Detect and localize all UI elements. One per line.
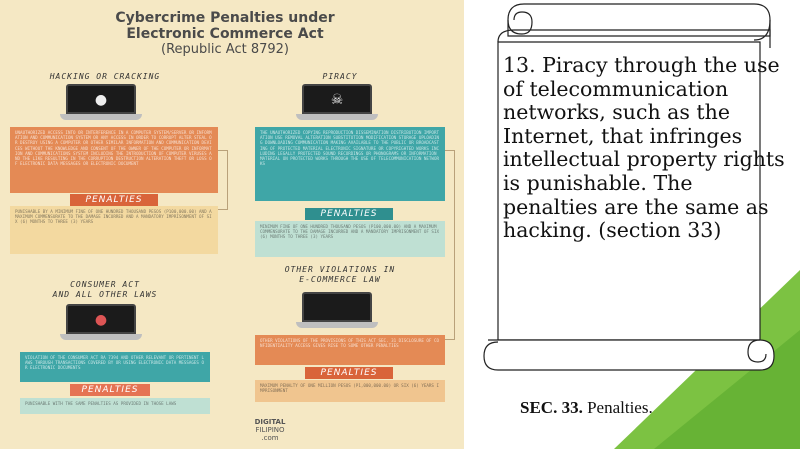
title-line-2: Electronic Commerce Act (126, 26, 324, 42)
logo-line-1: DIGITAL (254, 418, 286, 426)
consumer-heading: CONSUMER ACT AND ALL OTHER LAWS (30, 280, 180, 300)
infographic-subtitle: (Republic Act 8792) (161, 42, 289, 57)
infographic-image: Cybercrime Penalties under Electronic Co… (0, 0, 464, 449)
scroll-banner-icon (483, 3, 775, 371)
title-line-1: Cybercrime Penalties under (115, 10, 335, 26)
other-description: OTHER VIOLATIONS OF THE PROVISIONS OF TH… (255, 335, 445, 365)
other-penalties-label: PENALTIES (305, 367, 393, 379)
piracy-penalties-text: MINIMUM FINE OF ONE HUNDRED THOUSAND PES… (255, 221, 445, 257)
consumer-description: VIOLATION OF THE CONSUMER ACT RA 7394 AN… (20, 352, 210, 382)
piracy-description: THE UNAUTHORIZED COPYING REPRODUCTION DI… (255, 127, 445, 201)
infographic-title: Cybercrime Penalties under Electronic Co… (60, 10, 390, 42)
section-title: Penalties. (582, 398, 653, 417)
other-heading: OTHER VIOLATIONS IN E-COMMERCE LAW (265, 265, 415, 285)
piracy-laptop-icon: ☠ (296, 84, 378, 120)
other-laptop-icon (296, 292, 378, 328)
digital-filipino-logo: DIGITAL FILIPINO .com (240, 418, 300, 442)
connector-line (445, 150, 455, 340)
consumer-heading-line-1: CONSUMER ACT (70, 280, 140, 289)
hacking-heading: HACKING OR CRACKING (49, 72, 161, 81)
other-heading-line-2: E-COMMERCE LAW (299, 275, 381, 284)
hacking-description: UNAUTHORIZED ACCESS INTO OR INTERFERENCE… (10, 127, 218, 193)
connector-line (218, 150, 228, 210)
section-caption: SEC. 33. Penalties. (520, 398, 653, 418)
consumer-laptop-icon: ● (60, 304, 142, 340)
slide-panel (464, 0, 800, 449)
consumer-penalties-label: PENALTIES (70, 384, 150, 396)
piracy-heading: PIRACY (322, 72, 358, 81)
other-penalties-text: MAXIMUM PENALTY OF ONE MILLION PESOS (P1… (255, 380, 445, 402)
section-number: SEC. 33. (520, 398, 583, 417)
consumer-heading-line-2: AND ALL OTHER LAWS (52, 290, 158, 299)
hacking-laptop-icon: ● (60, 84, 142, 120)
consumer-penalties-text: PUNISHABLE WITH THE SAME PENALTIES AS PR… (20, 398, 210, 414)
logo-line-3: .com (261, 434, 279, 442)
hacking-penalties-text: PUNISHABLE BY A MINIMUM FINE OF ONE HUND… (10, 206, 218, 254)
scroll-body-text: 13. Piracy through the use of telecommun… (503, 53, 785, 243)
other-heading-line-1: OTHER VIOLATIONS IN (284, 265, 396, 274)
hacking-penalties-label: PENALTIES (70, 194, 158, 206)
piracy-penalties-label: PENALTIES (305, 208, 393, 220)
logo-line-2: FILIPINO (255, 426, 285, 434)
